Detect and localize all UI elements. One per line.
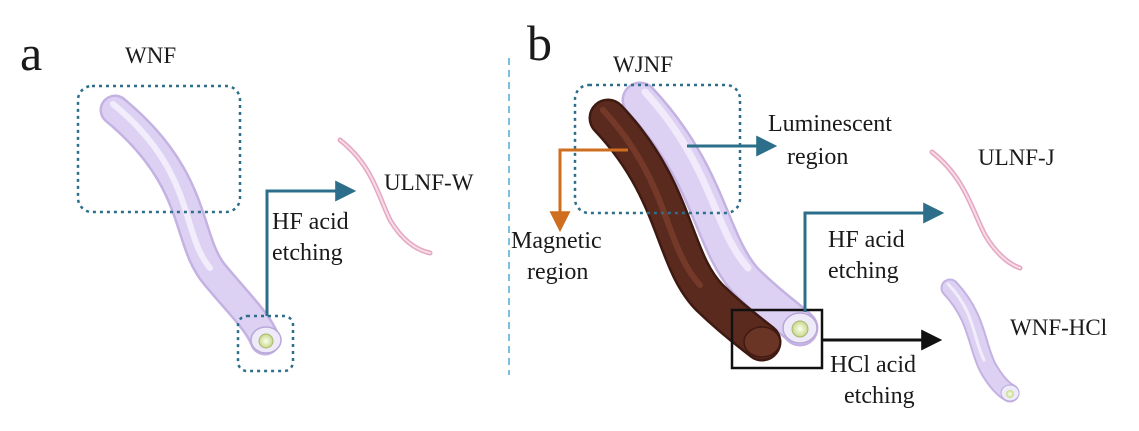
hcl-etching-label: HCl acid etching (830, 352, 922, 409)
wjnf-fiber (588, 81, 819, 362)
hf-etching-label-a: HF acid etching (272, 209, 355, 266)
wnf-hcl-label: WNF-HCl (1010, 315, 1107, 340)
ulnf-w-fiber (337, 137, 433, 256)
hf-etching-line1-a: HF acid (272, 209, 349, 235)
hf-etching-line2-a: etching (272, 240, 343, 266)
wnf-label: WNF (125, 43, 176, 68)
ulnf-w-label: ULNF-W (384, 170, 474, 195)
magnetic-line2: region (527, 259, 588, 285)
luminescent-line1: Luminescent (768, 111, 892, 137)
hf-etching-arrow-b (803, 202, 945, 312)
hf-etching-arrow-a (265, 180, 357, 316)
magnetic-line1: Magnetic (511, 228, 602, 254)
wjnf-label: WJNF (613, 52, 673, 77)
wnf-fiber (99, 94, 282, 356)
hcl-etching-line2: etching (844, 383, 915, 409)
magnetic-arrow (549, 148, 628, 233)
panel-b: b WJNF Luminescent region (511, 15, 1107, 409)
wnf-core-dotted-box (236, 314, 295, 373)
luminescent-label: Luminescent region (768, 111, 898, 170)
hf-etching-line1-b: HF acid (828, 227, 905, 253)
panel-a: a WNF HF acid etching ULNF-W (20, 25, 474, 373)
panel-a-label: a (20, 25, 42, 81)
luminescent-line2: region (787, 144, 848, 170)
hcl-etching-line1: HCl acid (830, 352, 916, 378)
wnf-top-dotted-box (76, 84, 242, 214)
panel-b-label: b (527, 15, 552, 71)
wnf-hcl-fiber (940, 278, 1020, 403)
hf-etching-line2-b: etching (828, 258, 899, 284)
magnetic-label: Magnetic region (511, 228, 608, 285)
hf-etching-label-b: HF acid etching (828, 227, 911, 284)
ulnf-j-label: ULNF-J (978, 145, 1055, 170)
